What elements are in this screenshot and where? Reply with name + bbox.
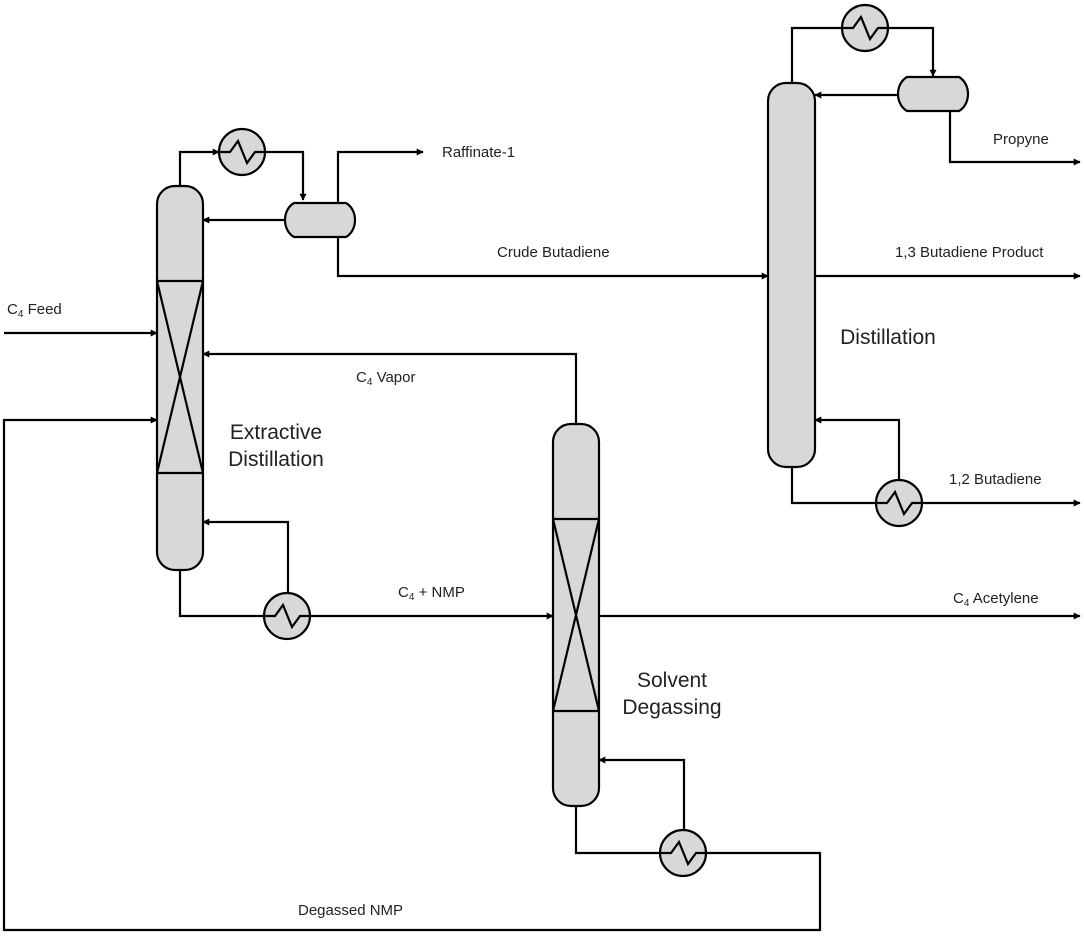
pipe-dist-overhead	[790, 26, 842, 84]
pipe-sd-reboil-return	[598, 756, 686, 830]
extractive-distillation-column	[155, 184, 205, 572]
distillation-reboiler-icon	[874, 478, 924, 528]
label-crude-butadiene: Crude Butadiene	[497, 244, 610, 261]
unit-label-extractive-2: Distillation	[228, 448, 324, 471]
pipe-raffinate	[336, 148, 424, 204]
pipe-dist-cond-to-drum	[888, 26, 937, 77]
pipe-dist-reboil-return	[814, 416, 901, 480]
pipe-dist-bottoms	[790, 466, 876, 505]
solvent-reboiler-icon	[658, 828, 708, 878]
extractive-reflux-drum	[283, 201, 357, 239]
pipe-ext-cond-to-drum	[265, 150, 307, 201]
pipe-ext-reboil-return	[202, 518, 290, 593]
label-c4-feed: C4 Feed	[7, 301, 62, 320]
pipe-propyne	[948, 112, 1081, 166]
unit-label-distillation: Distillation	[840, 326, 936, 349]
unit-label-solvent-2: Degassing	[622, 696, 721, 719]
label-c4-vapor: C4 Vapor	[356, 369, 416, 388]
distillation-reflux-drum	[896, 75, 970, 113]
pipe-crude-butadiene	[336, 236, 769, 280]
extractive-reboiler-icon	[262, 591, 312, 641]
label-13-butadiene: 1,3 Butadiene Product	[895, 244, 1044, 261]
distillation-column	[766, 81, 817, 469]
pipe-ext-overhead	[178, 148, 220, 186]
label-12-butadiene: 1,2 Butadiene	[949, 471, 1042, 488]
unit-label-solvent: Solvent	[637, 669, 707, 692]
pipe-sd-bottoms	[574, 806, 660, 855]
distillation-condenser-icon	[840, 3, 890, 53]
pipe-ext-bottoms	[178, 570, 264, 618]
extractive-condenser-icon	[217, 127, 267, 177]
solvent-degassing-column	[551, 422, 601, 808]
label-propyne: Propyne	[993, 131, 1049, 148]
label-raffinate: Raffinate-1	[442, 144, 515, 161]
label-c4-nmp: C4 + NMP	[398, 584, 465, 603]
label-c4-acetylene: C4 Acetylene	[953, 590, 1039, 609]
label-degassed-nmp: Degassed NMP	[298, 902, 403, 919]
unit-label-extractive: Extractive	[230, 421, 322, 444]
pipe-degassed-nmp	[2, 416, 822, 932]
pipe-c4-vapor	[202, 350, 578, 425]
